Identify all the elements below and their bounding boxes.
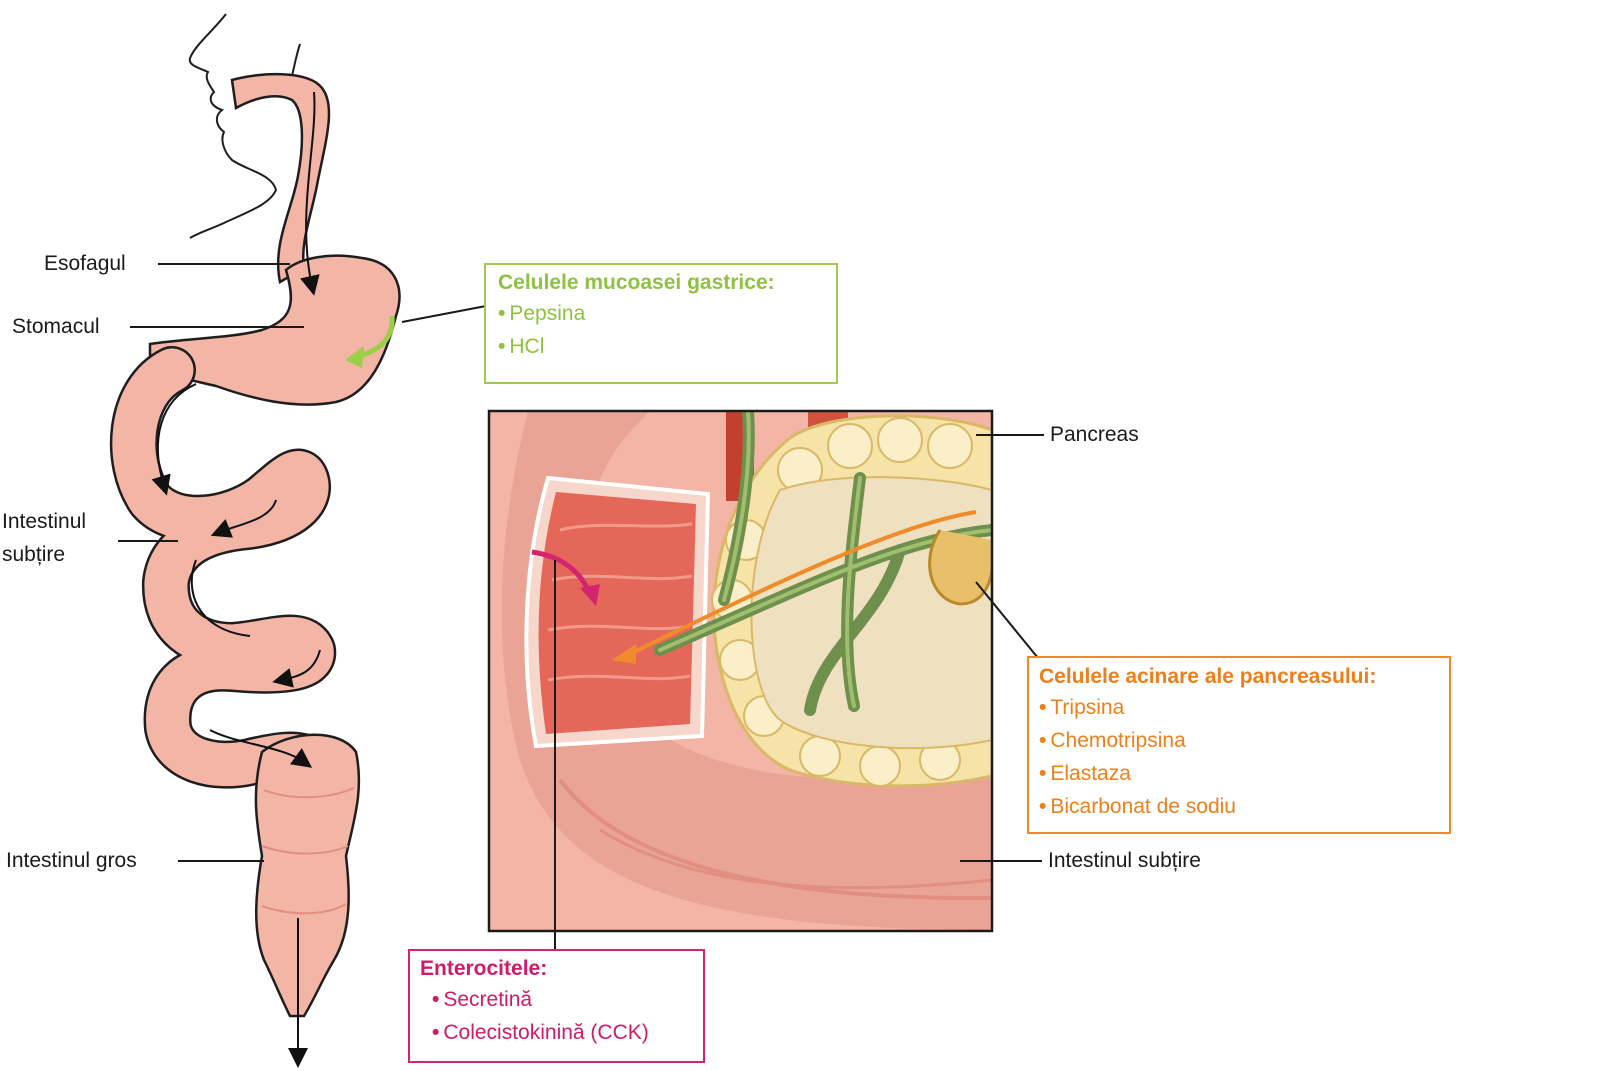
entero-item-text: Secretină xyxy=(443,988,533,1011)
gastric-item: •Pepsina xyxy=(498,297,824,330)
bullet-icon: • xyxy=(498,302,506,325)
bullet-icon: • xyxy=(1039,696,1047,719)
food-flow-arrows xyxy=(151,91,321,1068)
bullet-icon: • xyxy=(1039,762,1047,785)
bullet-icon: • xyxy=(432,1021,440,1044)
label-small-intestine-left-line2: subțire xyxy=(2,543,66,566)
entero-item: •Secretină xyxy=(420,983,693,1016)
gastric-mucosa-box: Celulele mucoasei gastrice: •Pepsina •HC… xyxy=(484,263,838,384)
label-small-intestine-right: Intestinul subțire xyxy=(1048,849,1201,872)
acinar-box-title: Celulele acinare ale pancreasului: xyxy=(1039,665,1377,688)
label-stomach: Stomacul xyxy=(12,315,100,338)
gastric-item: •HCl xyxy=(498,330,824,363)
entero-item-text: Colecistokinină (CCK) xyxy=(443,1021,649,1044)
gastric-item-text: Pepsina xyxy=(509,302,586,325)
acinar-item: •Chemotripsina xyxy=(1039,724,1439,757)
label-large-intestine: Intestinul gros xyxy=(6,849,137,872)
acinar-item-text: Chemotripsina xyxy=(1050,729,1186,752)
face-profile-outline xyxy=(188,13,301,239)
large-intestine-shape xyxy=(254,733,361,1018)
enterocytes-box: Enterocitele: •Secretină •Colecistokinin… xyxy=(408,949,705,1063)
inset-panel xyxy=(487,409,994,933)
leader-lines xyxy=(118,263,1044,951)
bullet-icon: • xyxy=(432,988,440,1011)
gastric-item-text: HCl xyxy=(509,335,545,358)
label-small-intestine-left: Intestinul subțire xyxy=(2,505,86,571)
acinar-item: •Bicarbonat de sodiu xyxy=(1039,790,1439,823)
label-pancreas: Pancreas xyxy=(1050,423,1139,446)
acinar-secretion-arrow xyxy=(629,510,977,656)
acinar-item-text: Bicarbonat de sodiu xyxy=(1050,795,1236,818)
bullet-icon: • xyxy=(1039,795,1047,818)
bullet-icon: • xyxy=(1039,729,1047,752)
acinar-item-text: Elastaza xyxy=(1050,762,1131,785)
entero-item: •Colecistokinină (CCK) xyxy=(420,1016,693,1049)
acinar-item: •Tripsina xyxy=(1039,691,1439,724)
label-esophagus: Esofagul xyxy=(44,252,126,275)
entero-box-title: Enterocitele: xyxy=(420,957,548,980)
acinar-item-text: Tripsina xyxy=(1050,696,1125,719)
digestive-tract xyxy=(109,72,401,1018)
bullet-icon: • xyxy=(498,335,506,358)
stomach-shape xyxy=(148,254,401,406)
inset-frame xyxy=(487,409,994,933)
acinar-item: •Elastaza xyxy=(1039,757,1439,790)
label-small-intestine-left-line1: Intestinul xyxy=(2,510,87,533)
gastric-box-title: Celulele mucoasei gastrice: xyxy=(498,271,775,294)
pancreatic-acinar-box: Celulele acinare ale pancreasului: •Trip… xyxy=(1027,656,1451,834)
